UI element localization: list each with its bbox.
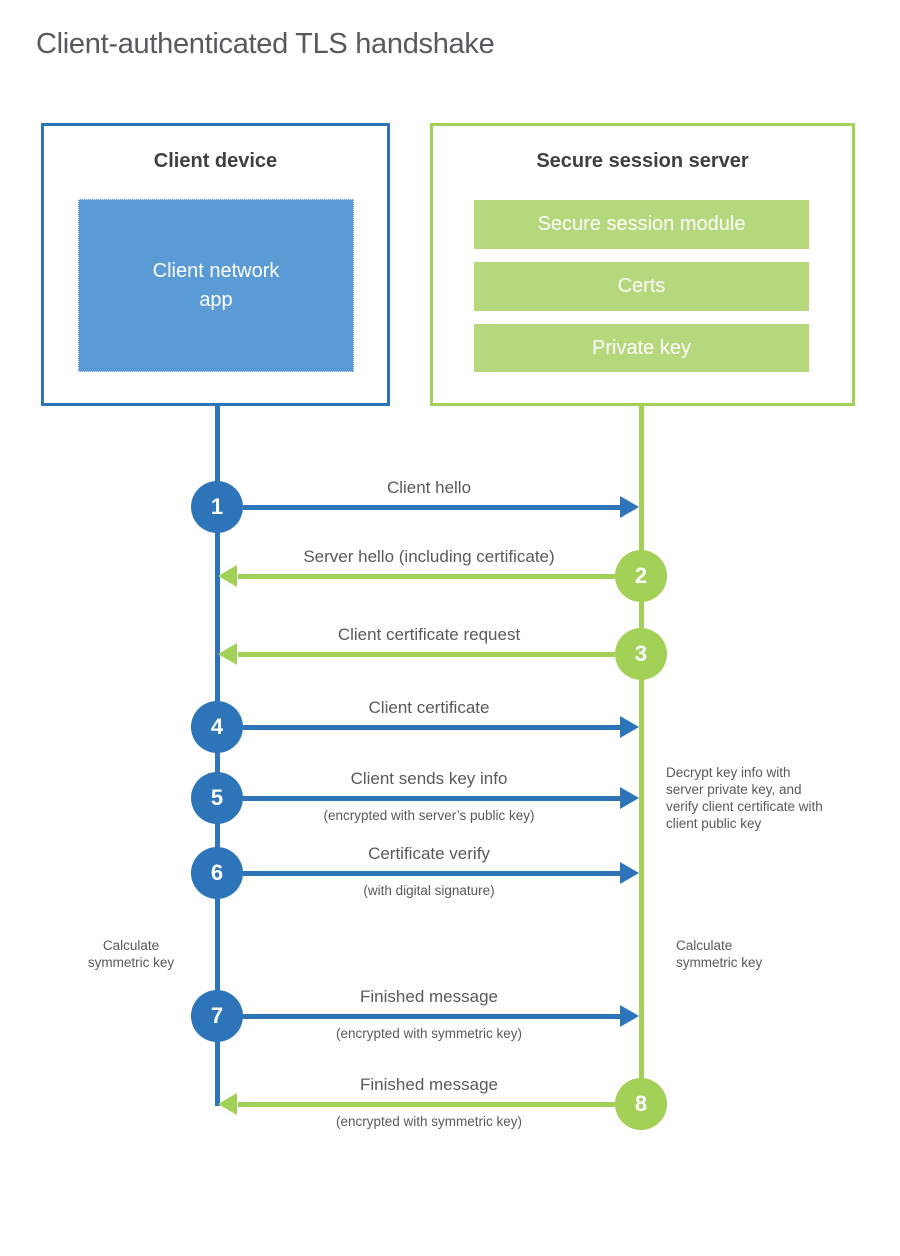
server-module-private-key: Private key [474,324,809,372]
step-1-arrowhead-icon [620,496,639,518]
client-lifeline [215,405,220,1106]
step-7-arrow [243,1014,622,1019]
step-7-badge: 7 [191,990,243,1042]
step-4-arrow [243,725,622,730]
step-6-sublabel: (with digital signature) [363,883,495,898]
step-5-arrow [243,796,622,801]
step-7-label: Finished message [360,987,498,1006]
note-calculate-symmetric-key-client: Calculate symmetric key [87,938,175,970]
step-1-badge: 1 [191,481,243,533]
step-3-label: Client certificate request [337,625,521,644]
secure-session-server-box: Secure session server Secure session mod… [430,123,855,406]
note-calculate-symmetric-key-server: Calculate symmetric key [676,938,763,970]
step-2-badge: 2 [615,550,667,602]
step-8-arrowhead-icon [218,1093,237,1115]
step-4-arrowhead-icon [620,716,639,738]
client-device-box: Client device Client network app [41,123,390,406]
note-decrypt-key-info: Decrypt key info with server private key… [666,765,823,831]
step-6-arrow [243,871,622,876]
step-6-arrowhead-icon [620,862,639,884]
step-8-arrow [238,1102,615,1107]
step-5-label: Client sends key info [350,769,508,788]
step-5-badge: 5 [191,772,243,824]
step-2-arrow [238,574,615,579]
step-4-badge: 4 [191,701,243,753]
step-6-badge: 6 [191,847,243,899]
step-7-sublabel: (encrypted with symmetric key) [335,1026,523,1041]
client-network-app-box: Client network app [78,199,354,372]
step-3-arrow [238,652,615,657]
server-lifeline [639,405,644,1108]
step-7-arrowhead-icon [620,1005,639,1027]
page-title: Client-authenticated TLS handshake [36,28,495,60]
step-8-label: Finished message [360,1075,498,1094]
step-6-label: Certificate verify [368,844,490,863]
step-2-arrowhead-icon [218,565,237,587]
step-1-label: Client hello [386,478,472,497]
step-5-sublabel: (encrypted with server’s public key) [323,808,535,823]
server-module-certs: Certs [474,262,809,311]
step-1-arrow [243,505,622,510]
step-4-label: Client certificate [368,698,490,717]
step-3-arrowhead-icon [218,643,237,665]
step-8-sublabel: (encrypted with symmetric key) [335,1114,523,1129]
step-3-badge: 3 [615,628,667,680]
client-device-title: Client device [153,150,278,172]
client-network-app-label: Client network app [152,259,280,311]
step-5-arrowhead-icon [620,787,639,809]
server-module-secure-session: Secure session module [474,200,809,249]
step-2-label: Server hello (including certificate) [303,547,555,566]
step-8-badge: 8 [615,1078,667,1130]
secure-session-server-title: Secure session server [536,150,749,172]
